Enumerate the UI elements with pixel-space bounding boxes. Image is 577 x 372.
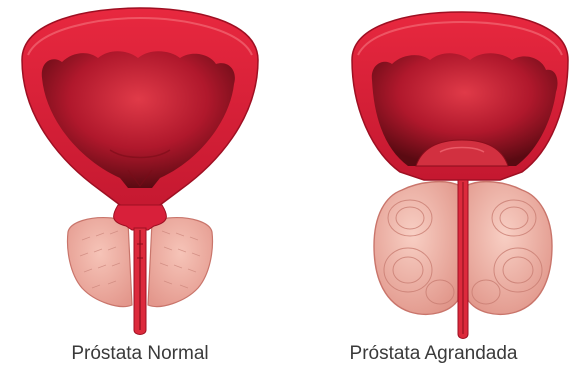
caption-enlarged-prostate: Próstata Agrandada (290, 343, 577, 365)
enlarged-prostate-panel: Próstata Agrandada (290, 0, 577, 372)
normal-prostate-panel: Próstata Normal (0, 0, 280, 372)
prostate-right-lobe (148, 218, 212, 307)
prostate-left-lobe (374, 182, 460, 315)
prostate-left-lobe (68, 218, 132, 307)
normal-prostate-illustration (0, 0, 280, 340)
enlarged-prostate-illustration (290, 0, 577, 340)
prostate-right-lobe (466, 182, 552, 315)
caption-normal-prostate: Próstata Normal (8, 343, 272, 365)
